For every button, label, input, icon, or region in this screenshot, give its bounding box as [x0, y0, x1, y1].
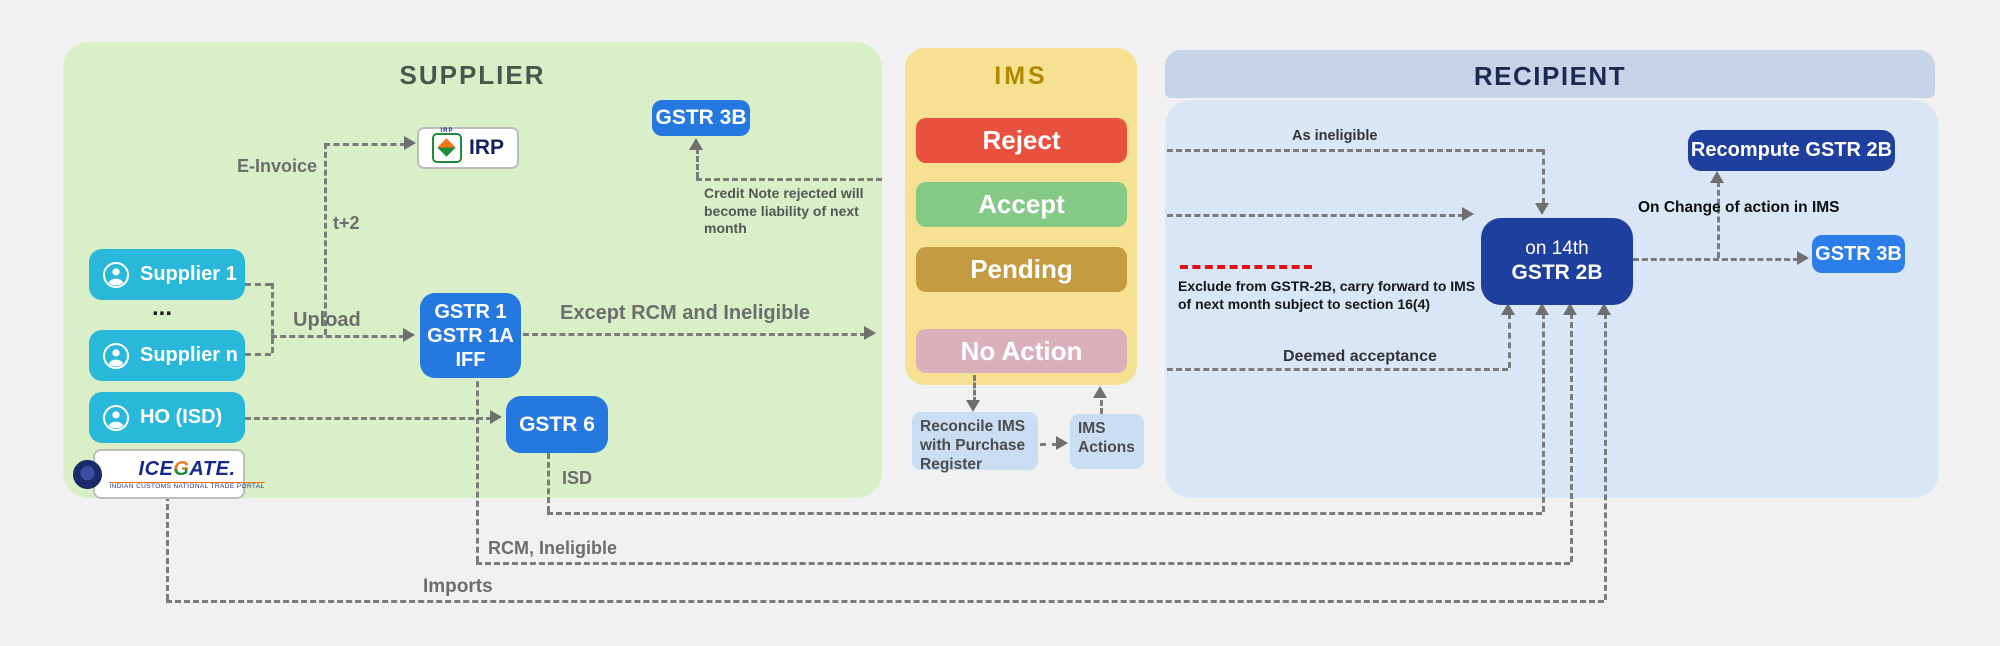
line-ho-gstr6: [245, 417, 492, 420]
arrowhead: [966, 400, 980, 412]
icegate-emblem-icon: [73, 459, 103, 489]
arrowhead: [1535, 303, 1549, 315]
arrowhead: [1056, 436, 1068, 450]
arrowhead: [1462, 207, 1474, 221]
node-irp: IRP IRP: [417, 127, 519, 169]
supplier-panel-title: SUPPLIER: [399, 60, 546, 90]
line-gstr1-down: [476, 372, 479, 562]
arrowhead: [1501, 303, 1515, 315]
recipient-header-bar: [1165, 50, 1935, 98]
line-rcm-bus: [476, 562, 1570, 565]
line-deemed-up: [1508, 313, 1511, 368]
icegate-logo-text: ICEGATE.: [138, 458, 236, 480]
line-reconcile-imsactions: [1040, 443, 1058, 446]
node-supplier-1: Supplier 1: [89, 249, 245, 300]
arrowhead: [1563, 303, 1577, 315]
person-icon: [102, 261, 130, 289]
line-upload: [271, 335, 405, 338]
line-rcm-up: [1570, 313, 1573, 562]
label-except-rcm: Except RCM and Ineligible: [560, 302, 811, 324]
line-deemed: [1167, 368, 1508, 371]
arrowhead: [1535, 203, 1549, 215]
line-isd-up: [1542, 313, 1545, 512]
line-creditnote-vertical: [696, 148, 699, 178]
line-suppliern-stub: [245, 353, 271, 356]
ims-panel-title: IMS: [994, 62, 1048, 90]
node-gstr3b-supplier: GSTR 3B: [652, 100, 750, 136]
supplier-n-label: Supplier n: [140, 344, 238, 366]
node-recompute-gstr2b: Recompute GSTR 2B: [1688, 130, 1895, 171]
person-icon: [102, 342, 130, 370]
line-icegate-down: [166, 495, 169, 600]
recipient-panel-title: RECIPIENT: [1473, 61, 1627, 91]
arrowhead: [1797, 251, 1809, 265]
label-t-plus-2: t+2: [333, 213, 360, 233]
label-on-change: On Change of action in IMS: [1638, 199, 1840, 216]
node-reconcile-ims: Reconcile IMS with Purchase Register: [912, 412, 1038, 473]
node-ims-actions: IMS Actions: [1070, 414, 1144, 469]
node-ho-isd: HO (ISD): [89, 392, 245, 443]
node-gstr3b-recipient: GSTR 3B: [1812, 235, 1905, 273]
gstr2b-line1: on 14th: [1525, 237, 1589, 259]
line-supplier1-stub: [245, 283, 271, 286]
arrowhead: [864, 326, 876, 340]
line-imsactions-ims: [1100, 392, 1103, 414]
line-einvoice-irp: [324, 143, 406, 146]
line-ims-supplies: [1167, 214, 1464, 217]
red-dashed-marker: [1180, 265, 1312, 269]
label-exclude-line1: Exclude from GSTR-2B, carry forward to I…: [1178, 278, 1476, 294]
node-gstr1: GSTR 1 GSTR 1A IFF: [420, 293, 521, 378]
label-exclude-line2: of next month subject to section 16(4): [1178, 296, 1431, 312]
node-icegate: ICEGATE. INDIAN CUSTOMS NATIONAL TRADE P…: [73, 449, 265, 499]
label-isd: ISD: [562, 468, 593, 488]
line-creditnote-horizontal: [696, 178, 882, 181]
line-noaction-reconcile: [973, 375, 976, 403]
ims-action-pending: Pending: [916, 247, 1127, 292]
ho-isd-label: HO (ISD): [140, 406, 223, 428]
label-upload: Upload: [293, 309, 361, 331]
label-deemed-acceptance: Deemed acceptance: [1283, 348, 1437, 365]
line-onchange-up: [1717, 181, 1720, 258]
line-as-ineligible: [1167, 149, 1542, 152]
irp-label: IRP: [468, 136, 504, 159]
arrowhead: [1710, 171, 1724, 183]
line-gstr6-down: [547, 453, 550, 512]
line-imports-bus: [166, 600, 1604, 603]
line-suppliers-vertical: [271, 283, 274, 353]
arrowhead: [1093, 386, 1107, 398]
gstr1-line3: IFF: [455, 348, 486, 371]
label-rcm-ineligible: RCM, Ineligible: [488, 538, 618, 558]
label-as-ineligible: As ineligible: [1292, 128, 1378, 144]
line-as-ineligible-down: [1542, 149, 1545, 204]
line-except-rcm: [523, 333, 866, 336]
gstr1-line2: GSTR 1A: [427, 324, 514, 347]
ims-action-accept: Accept: [916, 182, 1127, 227]
arrowhead: [490, 410, 502, 424]
arrowhead: [1597, 303, 1611, 315]
line-einvoice-vertical: [324, 143, 327, 335]
label-e-invoice: E-Invoice: [237, 156, 318, 176]
gstr2b-line2: GSTR 2B: [1511, 261, 1603, 285]
irp-logo-icon: IRP: [431, 128, 462, 163]
line-gstr2b-gstr3b: [1633, 258, 1799, 261]
gstr1-line1: GSTR 1: [434, 300, 507, 323]
ims-action-no-action: No Action: [916, 329, 1127, 373]
person-icon: [102, 404, 130, 432]
supplier-1-label: Supplier 1: [140, 263, 237, 285]
node-gstr2b: on 14th GSTR 2B: [1481, 218, 1633, 305]
node-supplier-n: Supplier n: [89, 330, 245, 381]
node-gstr6: GSTR 6: [506, 396, 608, 453]
line-imports-up: [1604, 313, 1607, 600]
arrowhead: [404, 136, 416, 150]
arrowhead: [689, 138, 703, 150]
icegate-tagline: INDIAN CUSTOMS NATIONAL TRADE PORTAL: [109, 482, 265, 490]
arrowhead: [403, 328, 415, 342]
label-imports: Imports: [423, 576, 493, 597]
suppliers-ellipsis: ...: [152, 294, 173, 321]
ims-action-reject: Reject: [916, 118, 1127, 163]
line-isd-bus: [547, 512, 1542, 515]
label-credit-note: Credit Note rejected will become liabili…: [704, 185, 864, 236]
